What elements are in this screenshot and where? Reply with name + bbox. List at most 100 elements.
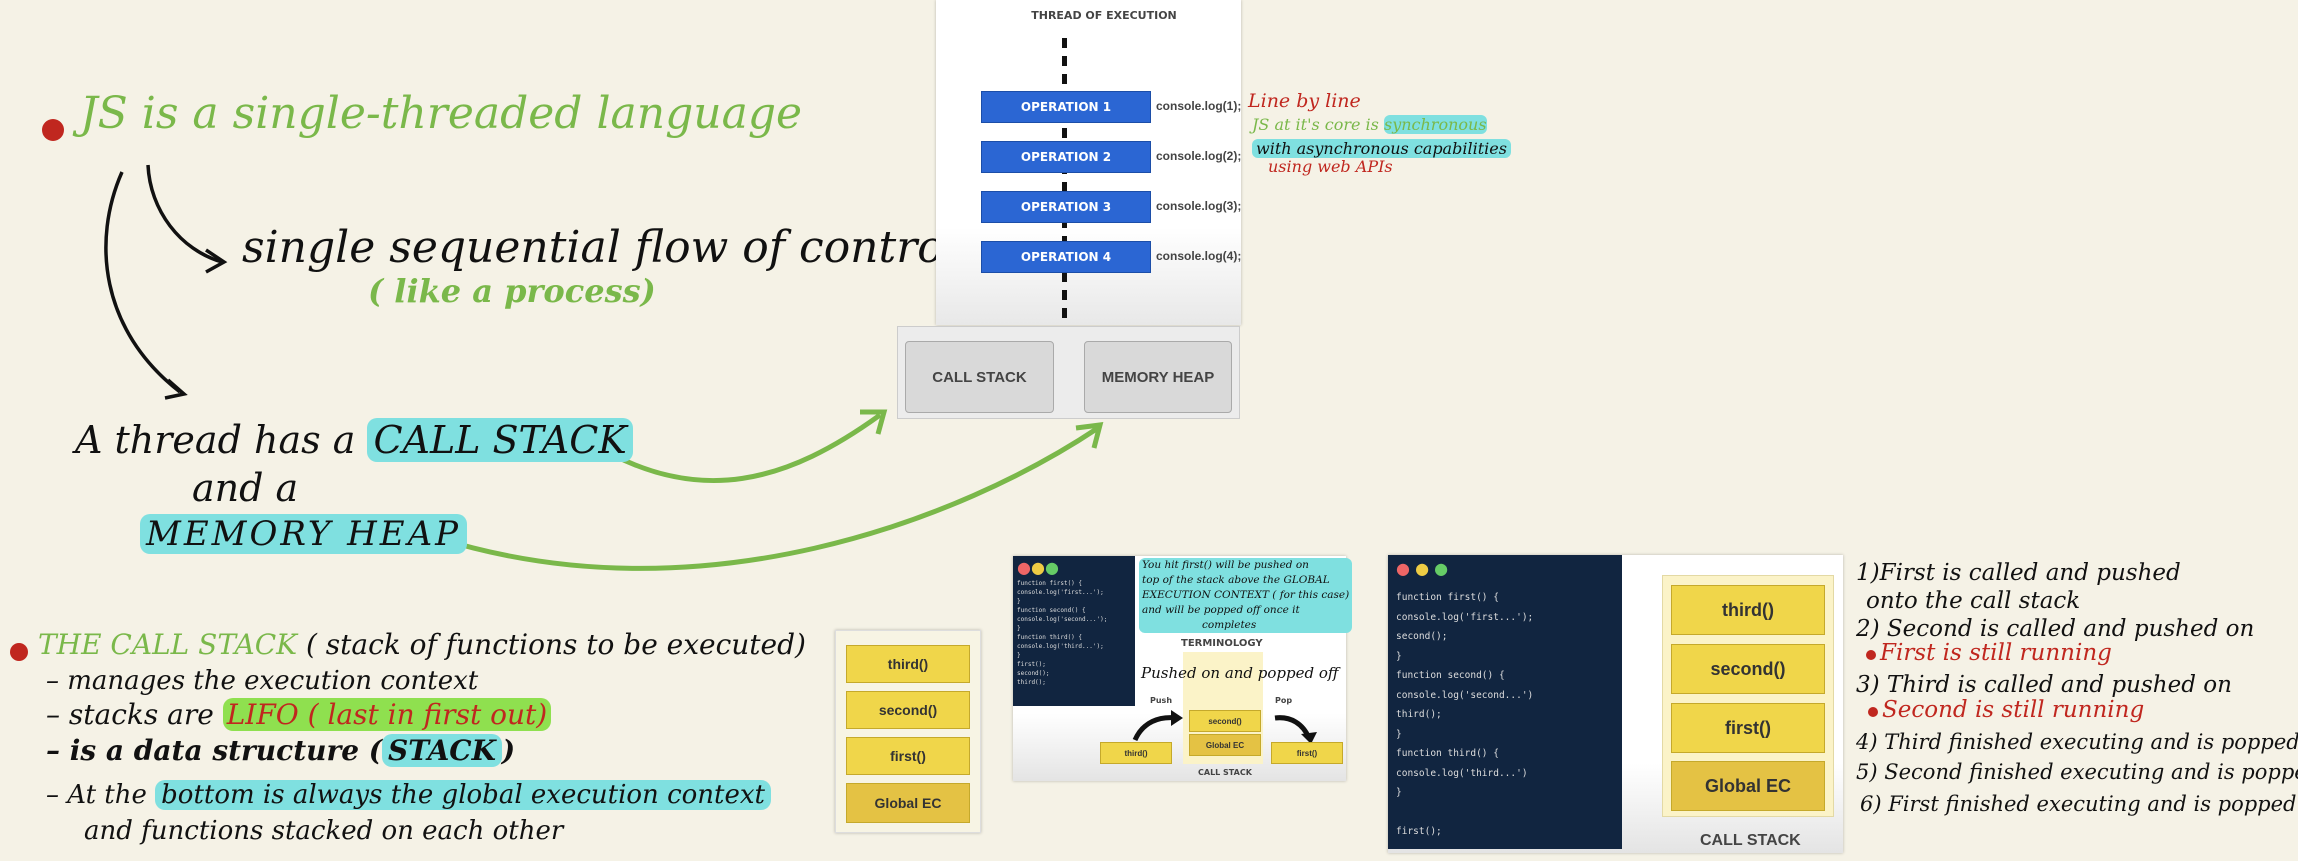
annot-async: with asynchronous capabilities xyxy=(1252,139,1511,158)
annot-web-apis: using web APIs xyxy=(1268,157,1393,176)
big-stack-third: third() xyxy=(1671,585,1825,635)
note-line-3-close: ) xyxy=(501,734,516,767)
annot-core: JS at it's core is synchronous xyxy=(1252,115,1487,134)
t-code-5: } xyxy=(1017,625,1021,632)
term-pop-first: first() xyxy=(1271,742,1343,764)
note-line-4-text: – At the xyxy=(46,780,147,810)
term-heading: TERMINOLOGY xyxy=(1181,638,1263,649)
big-code-3: } xyxy=(1396,650,1402,662)
big-code-1: console.log('first...'); xyxy=(1396,611,1534,623)
note-line-2: – stacks are LIFO ( last in first out) xyxy=(46,698,552,731)
note-line-1: – manages the execution context xyxy=(46,666,479,696)
term-push-third: third() xyxy=(1100,742,1172,764)
big-code-9: console.log('third...') xyxy=(1396,767,1528,779)
thread-a-text: A thread has a xyxy=(75,418,356,462)
log-3: console.log(3); xyxy=(1156,199,1242,213)
notes-title: THE CALL STACK ( stack of functions to b… xyxy=(38,628,806,661)
t-code-10: second(); xyxy=(1017,670,1050,677)
flow-subtext: ( like a process) xyxy=(368,272,656,310)
big-stack-second: second() xyxy=(1671,644,1825,694)
green-arrow-memory-heap xyxy=(437,425,1100,571)
term-pop-label: Pop xyxy=(1275,696,1293,705)
operation-2: OPERATION 2 xyxy=(981,141,1151,173)
big-code-4: function second() { xyxy=(1396,670,1505,681)
big-code-editor: ● ● ● function first() { console.log('fi… xyxy=(1388,555,1622,849)
thread-line: A thread has a CALL STACK xyxy=(75,418,633,462)
term-stack-global: Global EC xyxy=(1189,734,1261,756)
big-window-dots: ● ● ● xyxy=(1396,559,1449,578)
stack-highlight: STACK xyxy=(382,734,502,767)
term-note-5: completes xyxy=(1202,619,1257,631)
terminology-panel: ●●● function first() { console.log('firs… xyxy=(1013,556,1353,781)
small-stack-panel: third() second() first() Global EC xyxy=(835,630,981,833)
lifo-highlight: LIFO ( last in first out) xyxy=(222,698,552,731)
window-dots: ●●● xyxy=(1017,558,1059,577)
note-line-3-text: – is a data structure ( xyxy=(46,734,383,767)
annot-synchronous: synchronous xyxy=(1383,115,1487,134)
big-code-8: function third() { xyxy=(1396,748,1499,759)
step-1b: onto the call stack xyxy=(1866,588,2081,614)
big-stack-panel: ● ● ● function first() { console.log('fi… xyxy=(1388,555,1843,853)
big-code-6: third(); xyxy=(1396,709,1442,720)
operation-3: OPERATION 3 xyxy=(981,191,1151,223)
small-stack-first: first() xyxy=(846,737,970,775)
step-2: 2) Second is called and pushed on xyxy=(1856,616,2255,642)
log-4: console.log(4); xyxy=(1156,249,1242,263)
stack-heap-panel: CALL STACK MEMORY HEAP xyxy=(897,326,1240,419)
note-line-5: and functions stacked on each other xyxy=(84,816,564,846)
term-hand-text: Pushed on and popped off xyxy=(1141,664,1339,682)
step-2-dot xyxy=(1866,650,1876,660)
t-code-0: function first() { xyxy=(1017,580,1083,587)
title-single-threaded: JS is a single-threaded language xyxy=(80,88,803,139)
t-code-11: third(); xyxy=(1017,679,1046,686)
big-code-11 xyxy=(1396,803,1622,823)
term-push-label: Push xyxy=(1150,696,1173,705)
big-stack-global: Global EC xyxy=(1671,761,1825,811)
dashed-thread-line xyxy=(1062,38,1067,318)
terminology-code: ●●● function first() { console.log('firs… xyxy=(1013,556,1135,706)
term-note: You hit first() will be pushed on top of… xyxy=(1139,558,1353,633)
notes-bullet-dot xyxy=(10,643,28,661)
term-note-2: top of the stack above the GLOBAL xyxy=(1142,574,1330,586)
t-code-6: function third() { xyxy=(1017,634,1083,641)
thread-panel: THREAD OF EXECUTION OPERATION 1 console.… xyxy=(936,0,1241,325)
note-line-2-text: – stacks are xyxy=(46,698,214,731)
and-a-text: and a xyxy=(192,466,299,510)
step-2-running: First is still running xyxy=(1880,640,2112,666)
term-note-4: and will be popped off once it xyxy=(1142,604,1300,616)
step-3-running: Second is still running xyxy=(1882,697,2145,723)
term-stack-second: second() xyxy=(1189,710,1261,732)
big-stack-first: first() xyxy=(1671,703,1825,753)
call-stack-highlight: CALL STACK xyxy=(367,418,633,462)
step-3: 3) Third is called and pushed on xyxy=(1856,672,2232,698)
memory-heap-box: MEMORY HEAP xyxy=(1084,341,1232,413)
call-stack-desc: ( stack of functions to be executed) xyxy=(305,628,806,661)
memory-heap-highlight: MEMORY HEAP xyxy=(140,514,468,554)
annot-core-text: JS at it's core is xyxy=(1252,115,1379,134)
log-1: console.log(1); xyxy=(1156,99,1242,113)
small-stack-second: second() xyxy=(846,691,970,729)
big-code-7: } xyxy=(1396,728,1402,740)
black-arrow-right xyxy=(146,164,223,264)
big-code-5: console.log('second...') xyxy=(1396,689,1534,701)
annot-line-by-line: Line by line xyxy=(1248,90,1361,112)
operation-4: OPERATION 4 xyxy=(981,241,1151,273)
t-code-8: } xyxy=(1017,652,1021,659)
annot-async-text: with asynchronous capabilities xyxy=(1252,139,1511,158)
t-code-1: console.log('first...'); xyxy=(1017,589,1104,596)
step-4: 4) Third finished executing and is poppe… xyxy=(1856,730,2298,754)
big-code-0: function first() { xyxy=(1396,592,1499,603)
small-stack-third: third() xyxy=(846,645,970,683)
t-code-7: console.log('third...'); xyxy=(1017,643,1104,650)
term-caption: CALL STACK xyxy=(1198,768,1252,777)
t-code-2: } xyxy=(1017,598,1021,605)
note-line-4: – At the bottom is always the global exe… xyxy=(46,780,771,810)
big-code-2: second(); xyxy=(1396,631,1448,642)
push-pop-arrows xyxy=(1132,710,1317,744)
thread-heading: THREAD OF EXECUTION xyxy=(1031,9,1177,22)
term-note-1: You hit first() will be pushed on xyxy=(1142,559,1309,571)
bullet-dot xyxy=(42,119,64,141)
black-arrow-down xyxy=(104,171,182,394)
t-code-9: first(); xyxy=(1017,661,1046,668)
call-stack-box: CALL STACK xyxy=(905,341,1054,413)
